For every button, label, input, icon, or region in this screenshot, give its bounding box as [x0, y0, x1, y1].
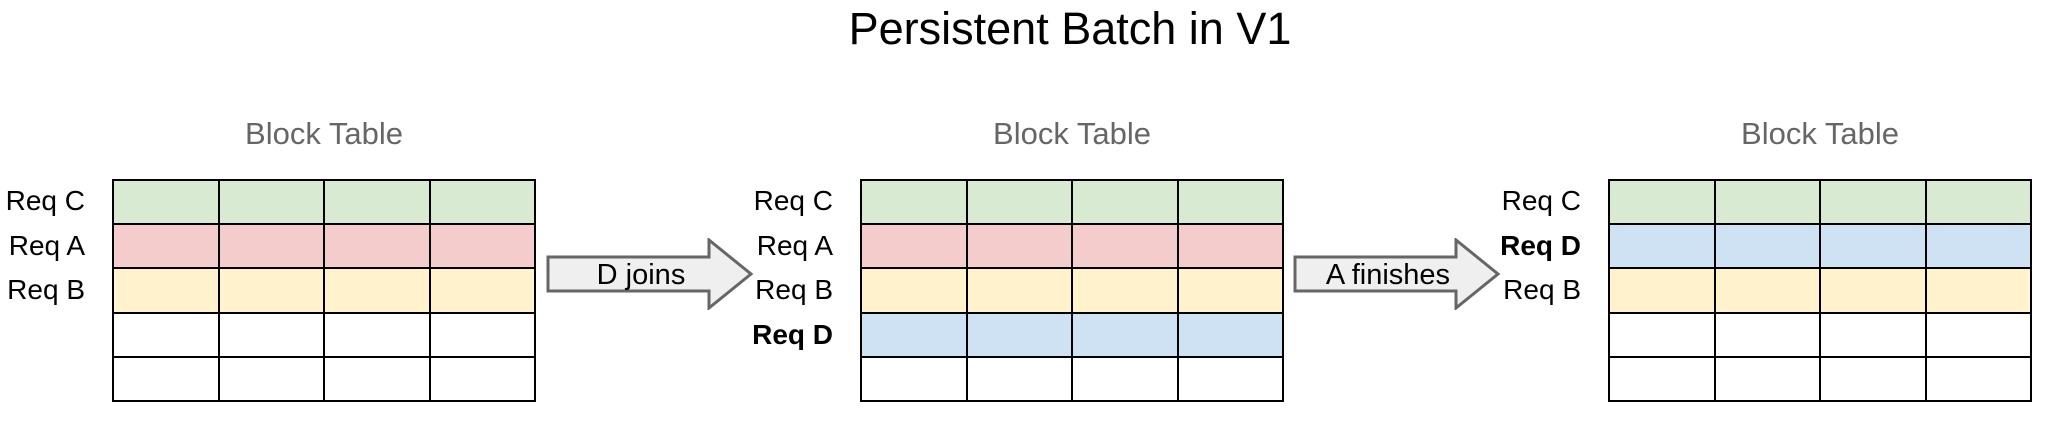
- block-cell: [1925, 180, 2031, 225]
- block-cell: [1609, 356, 1715, 401]
- block-cell: [429, 356, 535, 401]
- block-cell: [1714, 312, 1820, 357]
- block-cell: [218, 312, 324, 357]
- block-cell: [324, 312, 430, 357]
- block-cell: [966, 356, 1072, 401]
- block-cell: [324, 224, 430, 269]
- row-label-req-b: Req B: [1503, 274, 1581, 306]
- arrow-label: D joins: [597, 259, 686, 291]
- row-label-req-c: Req C: [5, 185, 85, 216]
- block-cell: [861, 312, 967, 357]
- row-label-req-b: Req B: [755, 274, 833, 306]
- block-table-grid: [860, 179, 1284, 402]
- block-cell: [1714, 224, 1820, 269]
- block-cell: [1925, 268, 2031, 313]
- transition-arrow-d-joins: D joins: [546, 238, 754, 310]
- block-cell: [966, 312, 1072, 357]
- block-cell: [1820, 180, 1926, 225]
- block-cell: [1820, 356, 1926, 401]
- block-cell: [324, 268, 430, 313]
- block-cell: [1820, 312, 1926, 357]
- block-cell: [861, 180, 967, 225]
- block-cell: [113, 268, 219, 313]
- block-cell: [1609, 312, 1715, 357]
- right-arrow-icon: [546, 238, 754, 310]
- arrow-label: A finishes: [1326, 259, 1450, 291]
- block-cell: [1820, 268, 1926, 313]
- right-arrow-icon: [1293, 238, 1501, 310]
- block-cell: [1072, 180, 1178, 225]
- block-cell: [113, 312, 219, 357]
- block-cell: [218, 268, 324, 313]
- block-cell: [429, 312, 535, 357]
- block-cell: [1609, 180, 1715, 225]
- block-cell: [113, 224, 219, 269]
- block-cell: [1714, 268, 1820, 313]
- block-cell: [218, 356, 324, 401]
- block-cell: [1714, 356, 1820, 401]
- block-cell: [429, 180, 535, 225]
- block-cell: [861, 356, 967, 401]
- block-table-title: Block Table: [245, 116, 403, 151]
- row-label-req-a: Req A: [8, 229, 85, 261]
- block-cell: [1177, 180, 1283, 225]
- block-table-title: Block Table: [1741, 116, 1899, 151]
- block-cell: [1177, 224, 1283, 269]
- block-cell: [1609, 224, 1715, 269]
- block-table-grid: [112, 179, 536, 402]
- row-label-req-c: Req C: [1501, 185, 1581, 216]
- block-cell: [324, 356, 430, 401]
- block-cell: [1609, 268, 1715, 313]
- block-cell: [966, 180, 1072, 225]
- block-cell: [966, 224, 1072, 269]
- block-cell: [861, 224, 967, 269]
- block-cell: [113, 356, 219, 401]
- block-cell: [1177, 356, 1283, 401]
- block-cell: [218, 180, 324, 225]
- block-table-title: Block Table: [993, 116, 1151, 151]
- block-cell: [1177, 268, 1283, 313]
- block-cell: [1925, 312, 2031, 357]
- block-cell: [1925, 356, 2031, 401]
- block-cell: [1072, 268, 1178, 313]
- block-cell: [324, 180, 430, 225]
- transition-arrow-a-finishes: A finishes: [1293, 238, 1501, 310]
- block-cell: [218, 224, 324, 269]
- block-cell: [1714, 180, 1820, 225]
- block-cell: [1177, 312, 1283, 357]
- row-label-req-b: Req B: [7, 274, 85, 306]
- block-cell: [966, 268, 1072, 313]
- block-cell: [429, 224, 535, 269]
- row-label-req-d: Req D: [752, 318, 833, 350]
- block-cell: [1820, 224, 1926, 269]
- block-cell: [1072, 312, 1178, 357]
- block-cell: [861, 268, 967, 313]
- row-label-req-d: Req D: [1500, 229, 1581, 261]
- row-label-req-c: Req C: [753, 185, 833, 216]
- block-cell: [1072, 356, 1178, 401]
- block-table-grid: [1608, 179, 2032, 402]
- block-cell: [429, 268, 535, 313]
- block-cell: [1072, 224, 1178, 269]
- row-label-req-a: Req A: [756, 229, 833, 261]
- block-cell: [1925, 224, 2031, 269]
- page-title: Persistent Batch in V1: [848, 3, 1292, 54]
- block-cell: [113, 180, 219, 225]
